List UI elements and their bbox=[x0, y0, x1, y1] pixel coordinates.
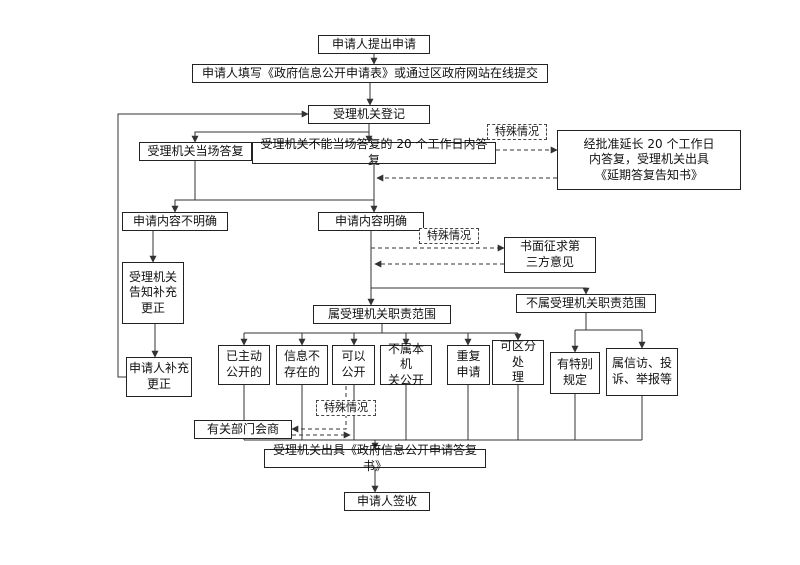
node-divisible: 可区分处 理 bbox=[492, 339, 544, 385]
solid-connectors bbox=[117, 54, 646, 493]
node-clear: 申请内容明确 bbox=[318, 212, 424, 231]
node-consult: 有关部门会商 bbox=[194, 420, 292, 439]
node-in-scope: 属受理机关职责范围 bbox=[313, 305, 451, 324]
node-out-scope: 不属受理机关职责范围 bbox=[516, 294, 656, 313]
node-extension: 经批准延长 20 个工作日 内答复，受理机关出具 《延期答复告知书》 bbox=[557, 130, 741, 190]
node-sign: 申请人签收 bbox=[344, 492, 430, 511]
node-special-case-1: 特殊情况 bbox=[487, 124, 547, 140]
node-start: 申请人提出申请 bbox=[318, 35, 430, 54]
node-not-this-org: 不属本机 关公开 bbox=[380, 342, 432, 387]
node-register: 受理机关登记 bbox=[308, 105, 430, 124]
node-supplement: 申请人补充 更正 bbox=[126, 357, 192, 397]
node-proactive-open: 已主动 公开的 bbox=[218, 345, 270, 385]
node-third-party: 书面征求第 三方意见 bbox=[504, 237, 596, 273]
node-special-case-2: 特殊情况 bbox=[419, 228, 479, 244]
node-unclear: 申请内容不明确 bbox=[122, 212, 228, 231]
node-petition: 属信访、投 诉、举报等 bbox=[606, 348, 678, 396]
node-special-case-3: 特殊情况 bbox=[316, 400, 376, 416]
node-repeat-apply: 重复 申请 bbox=[447, 345, 490, 385]
node-notify-supplement: 受理机关 告知补充 更正 bbox=[122, 262, 184, 324]
node-reply-doc: 受理机关出具《政府信息公开申请答复书》 bbox=[264, 443, 486, 473]
node-not-exist: 信息不 存在的 bbox=[276, 345, 328, 385]
node-not-onspot-reply: 受理机关不能当场答复的 20 个工作日内答复 bbox=[252, 137, 496, 167]
node-special-rule: 有特别 规定 bbox=[550, 352, 600, 394]
dashed-connectors bbox=[291, 146, 558, 439]
node-fill-form: 申请人填写《政府信息公开申请表》或通过区政府网站在线提交 bbox=[192, 64, 548, 83]
node-can-open: 可以 公开 bbox=[332, 345, 375, 385]
node-onspot-reply: 受理机关当场答复 bbox=[139, 142, 252, 161]
